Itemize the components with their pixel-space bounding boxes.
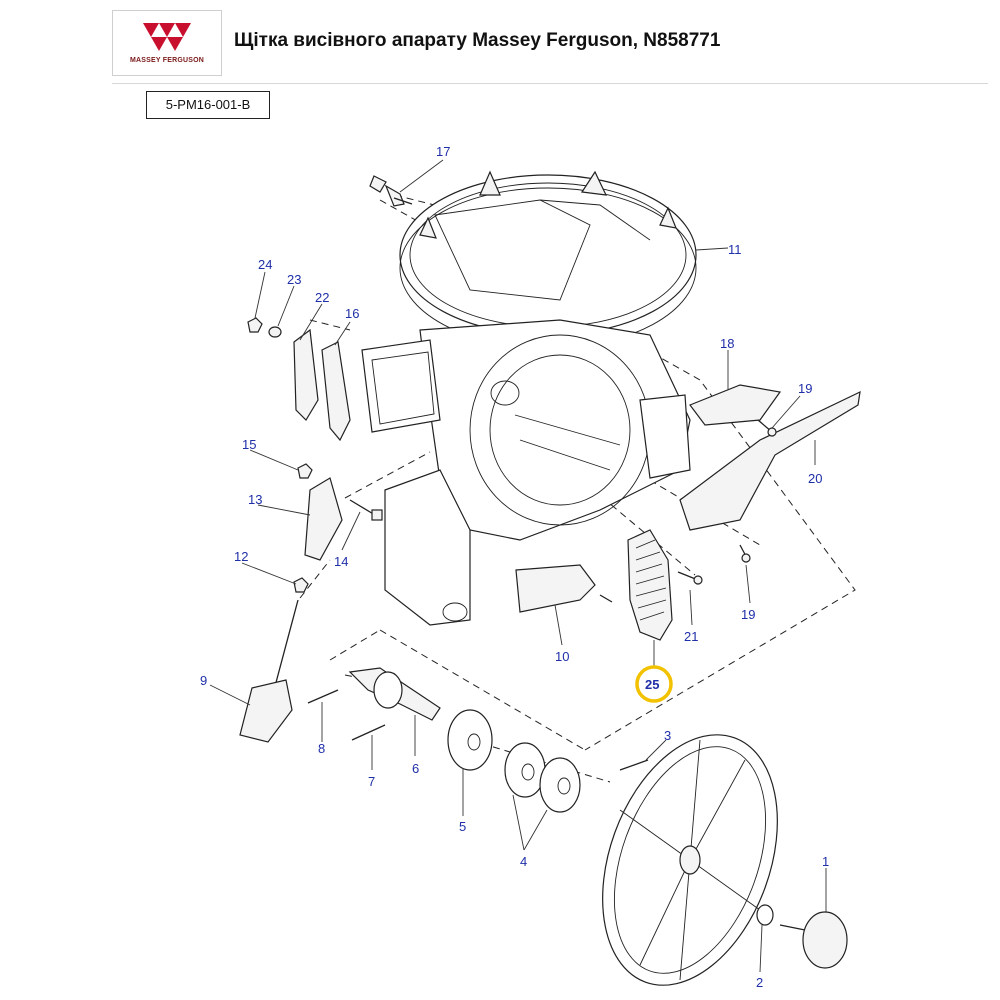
callout-4: 4 bbox=[520, 854, 527, 869]
callout-5: 5 bbox=[459, 819, 466, 834]
callout-8: 8 bbox=[318, 741, 325, 756]
part-22-plate bbox=[293, 328, 319, 421]
callout-6: 6 bbox=[412, 761, 419, 776]
part-23-washer bbox=[268, 326, 282, 338]
callout-24: 24 bbox=[258, 257, 272, 272]
part-2-washer bbox=[756, 904, 774, 926]
part-14-bolt bbox=[349, 499, 383, 521]
page-title: Щітка висівного апарату Massey Ferguson,… bbox=[234, 30, 721, 51]
part-24-nut bbox=[247, 317, 263, 333]
callout-19-lower: 19 bbox=[741, 607, 755, 622]
callout-18: 18 bbox=[720, 336, 734, 351]
part-20-lever bbox=[679, 390, 861, 531]
callout-13: 13 bbox=[248, 492, 262, 507]
part-8-pin bbox=[307, 689, 339, 704]
callout-21: 21 bbox=[684, 629, 698, 644]
logo-wordmark: MASSEY FERGUSON bbox=[129, 57, 205, 64]
part-1-knob bbox=[779, 911, 848, 969]
callout-22: 22 bbox=[315, 290, 329, 305]
callout-3: 3 bbox=[664, 728, 671, 743]
part-19-screw-upper bbox=[757, 419, 777, 437]
part-11-hopper-ring bbox=[399, 170, 697, 349]
part-6-shaft bbox=[348, 667, 441, 721]
diagram-reference-code: 5-PM16-001-B bbox=[146, 91, 270, 119]
part-19-screw-lower bbox=[739, 544, 751, 563]
callout-7: 7 bbox=[368, 774, 375, 789]
page-header: MASSEY FERGUSON Щітка висівного апарату … bbox=[0, 0, 1000, 86]
part-12-nut bbox=[293, 577, 309, 593]
callout-17: 17 bbox=[436, 144, 450, 159]
part-25-brush bbox=[627, 529, 673, 641]
triple-triangle-logo-icon bbox=[143, 23, 191, 51]
part-18-bracket bbox=[689, 384, 782, 426]
callout-9: 9 bbox=[200, 673, 207, 688]
callout-10: 10 bbox=[555, 649, 569, 664]
massey-ferguson-logo: MASSEY FERGUSON bbox=[112, 10, 222, 76]
seed-metering-housing bbox=[361, 319, 691, 626]
part-4-spacer-b bbox=[539, 757, 581, 813]
callout-19-upper: 19 bbox=[798, 381, 812, 396]
callout-25-highlighted: 25 bbox=[645, 677, 659, 692]
part-21-screw bbox=[677, 571, 703, 585]
callout-20: 20 bbox=[808, 471, 822, 486]
part-3-pin bbox=[619, 759, 649, 771]
highlight-ring bbox=[635, 665, 673, 703]
callout-2: 2 bbox=[756, 975, 763, 990]
part-9-rod bbox=[239, 599, 299, 743]
part-10-bracket bbox=[515, 564, 613, 613]
callout-14: 14 bbox=[334, 554, 348, 569]
callout-12: 12 bbox=[234, 549, 248, 564]
part-5-disc bbox=[447, 709, 493, 771]
callout-16: 16 bbox=[345, 306, 359, 321]
callout-1: 1 bbox=[822, 854, 829, 869]
header-divider bbox=[112, 83, 988, 84]
callout-leaders bbox=[209, 159, 827, 973]
part-17-wing-screw bbox=[369, 175, 413, 207]
callout-labels: 17 11 24 23 22 16 18 19 20 15 13 14 12 9… bbox=[200, 144, 829, 990]
callout-23: 23 bbox=[287, 272, 301, 287]
callout-15: 15 bbox=[242, 437, 256, 452]
part-7-pin bbox=[351, 724, 386, 741]
part-4-spacer-a bbox=[504, 742, 546, 798]
part-13-clevis bbox=[304, 477, 343, 561]
part-16-plate bbox=[321, 341, 351, 442]
callout-11: 11 bbox=[728, 242, 742, 257]
drive-wheel bbox=[602, 734, 778, 986]
part-15-nut bbox=[297, 463, 313, 479]
